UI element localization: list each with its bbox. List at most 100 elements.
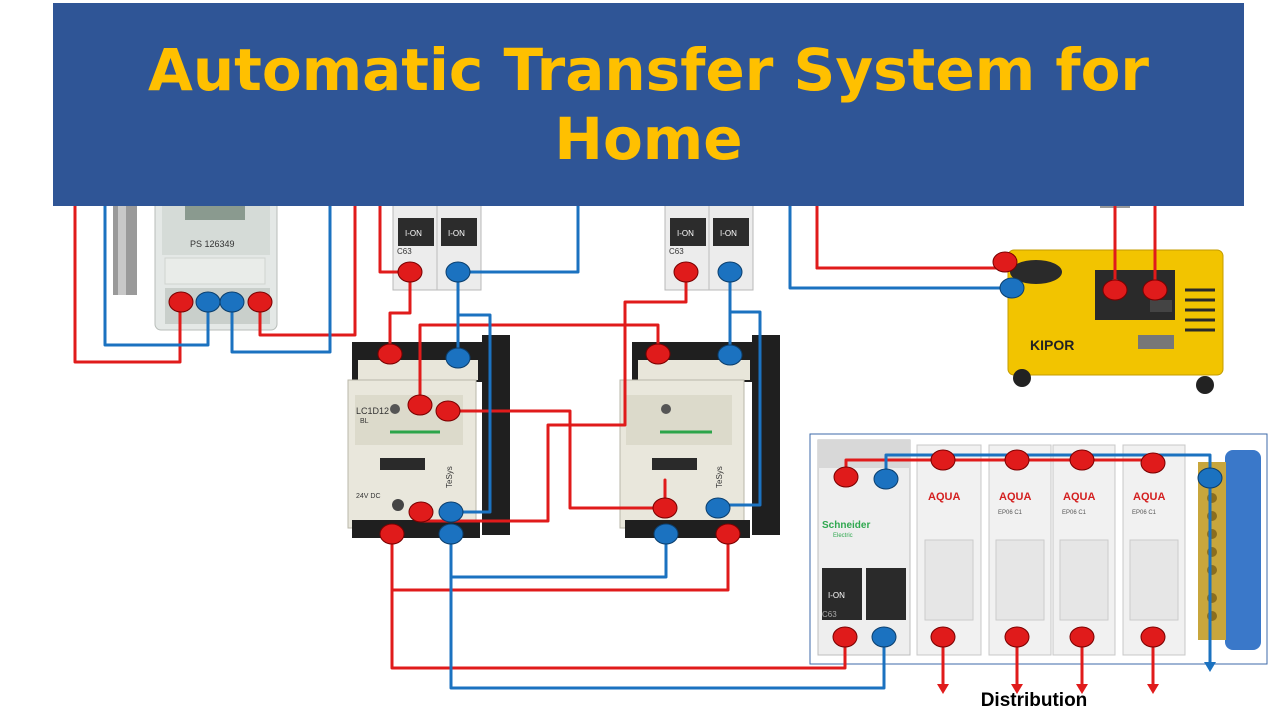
- live-wire: [73, 203, 182, 364]
- live-terminal: [168, 291, 194, 313]
- mcb-top-mid-model: C63: [669, 247, 684, 256]
- branch-breakers: AQUA EP06 C1 AQUA EP06 C1 AQUA EP06 C1: [988, 444, 1186, 656]
- neutral-terminal: [873, 468, 899, 490]
- live-terminal: [1140, 452, 1166, 474]
- live-terminal: [715, 523, 741, 545]
- live-wire: [390, 532, 847, 670]
- live-terminal: [1102, 279, 1128, 301]
- down-arrow-icon: [1147, 684, 1159, 694]
- branch-breaker-brand: AQUA: [999, 491, 1031, 503]
- live-terminal: [1004, 626, 1030, 648]
- neutral-terminal: [999, 277, 1025, 299]
- live-terminal: [673, 261, 699, 283]
- energy-meter: PS 126349: [113, 199, 278, 331]
- neutral-terminal: [445, 261, 471, 283]
- contactor-left-model: LC1D12: [356, 406, 389, 416]
- distribution-arrows: [937, 662, 1216, 694]
- neutral-terminal: [653, 523, 679, 545]
- neutral-wire: [103, 203, 210, 347]
- live-terminal: [397, 261, 423, 283]
- live-wire: [419, 270, 688, 523]
- live-wire: [388, 270, 412, 354]
- generator-brand: KIPOR: [1030, 337, 1074, 353]
- generator: KIPOR: [1007, 200, 1224, 394]
- rccb: AQUA: [916, 444, 982, 656]
- neutral-terminal: [717, 261, 743, 283]
- main-breaker-brand: Schneider: [822, 520, 870, 531]
- neutral-terminal: [871, 626, 897, 648]
- neutral-wire: [716, 310, 762, 507]
- branch-breaker: AQUA EP06 C1: [1052, 444, 1116, 656]
- live-terminal: [832, 626, 858, 648]
- live-terminal: [247, 291, 273, 313]
- live-terminal: [1069, 449, 1095, 471]
- live-terminal: [645, 343, 671, 365]
- neutral-terminal: [219, 291, 245, 313]
- neutral-terminal: [438, 523, 464, 545]
- down-arrow-icon: [1204, 662, 1216, 672]
- mcb-top-left-on2: I-ON: [448, 229, 465, 238]
- neutral-terminal: [445, 347, 471, 369]
- neutral-terminal: [195, 291, 221, 313]
- branch-breaker-brand: AQUA: [1063, 491, 1095, 503]
- neutral-wire: [449, 532, 668, 579]
- live-wire: [258, 203, 357, 337]
- live-terminal: [930, 626, 956, 648]
- live-terminal: [930, 449, 956, 471]
- live-wire: [418, 323, 660, 407]
- branch-breaker: AQUA EP06 C1: [1122, 444, 1186, 656]
- live-terminal: [407, 394, 433, 416]
- mcb-top-mid: I-ON I-ON C63: [664, 204, 754, 291]
- branch-breaker-model: EP06 C1: [1132, 510, 1157, 516]
- neutral-wire: [449, 313, 492, 514]
- neutral-wire: [884, 453, 1212, 481]
- down-arrow-icon: [1011, 684, 1023, 694]
- neutral-terminal: [438, 501, 464, 523]
- live-terminal: [377, 343, 403, 365]
- live-terminal: [833, 466, 859, 488]
- contactor-left-model-sub: BL: [360, 418, 369, 425]
- live-terminal: [435, 400, 461, 422]
- neutral-wire: [449, 532, 886, 690]
- live-terminal: [1140, 626, 1166, 648]
- live-wire: [446, 409, 667, 510]
- branch-breaker-model: EP06 C1: [1062, 510, 1087, 516]
- down-arrow-icon: [1076, 684, 1088, 694]
- live-terminal: [1004, 449, 1030, 471]
- neutral-terminal: [717, 344, 743, 366]
- neutral-terminal: [705, 497, 731, 519]
- main-breaker-on: I-ON: [828, 591, 845, 600]
- live-terminal: [379, 523, 405, 545]
- live-terminal: [1142, 279, 1168, 301]
- mcb-top-left-model: C63: [397, 247, 412, 256]
- neutral-wire: [230, 203, 332, 354]
- meter-serial: PS 126349: [190, 239, 235, 249]
- neutral-wire: [456, 203, 580, 274]
- rccb-brand: AQUA: [928, 491, 960, 503]
- distribution-caption: Distribution: [980, 690, 1088, 711]
- contactor-right-brand: TeSys: [715, 466, 724, 488]
- neutral-wire: [788, 203, 1014, 290]
- live-terminal: [652, 497, 678, 519]
- contactor-left-brand: TeSys: [445, 466, 454, 488]
- mcb-top-left-on1: I-ON: [405, 229, 422, 238]
- main-breaker-model: C63: [822, 610, 837, 619]
- neutral-terminal: [1197, 467, 1223, 489]
- down-arrow-icon: [937, 684, 949, 694]
- mcb-top-mid-on1: I-ON: [677, 229, 694, 238]
- mcb-top-mid-on2: I-ON: [720, 229, 737, 238]
- contactor-left-coil: 24V DC: [356, 493, 381, 500]
- terminals: [168, 251, 1223, 648]
- branch-breaker-brand: AQUA: [1133, 491, 1165, 503]
- live-wire: [390, 532, 730, 592]
- page-title: Automatic Transfer System for Home: [147, 36, 1150, 173]
- live-terminal: [408, 501, 434, 523]
- title-banner: Automatic Transfer System for Home: [53, 3, 1244, 206]
- branch-breaker-model: EP06 C1: [998, 510, 1023, 516]
- live-terminal: [992, 251, 1018, 273]
- live-terminal: [1069, 626, 1095, 648]
- main-breaker: Schneider Electric I-ON C63: [817, 439, 911, 656]
- main-breaker-brand-sub: Electric: [833, 533, 853, 539]
- branch-breaker: AQUA EP06 C1: [988, 444, 1052, 656]
